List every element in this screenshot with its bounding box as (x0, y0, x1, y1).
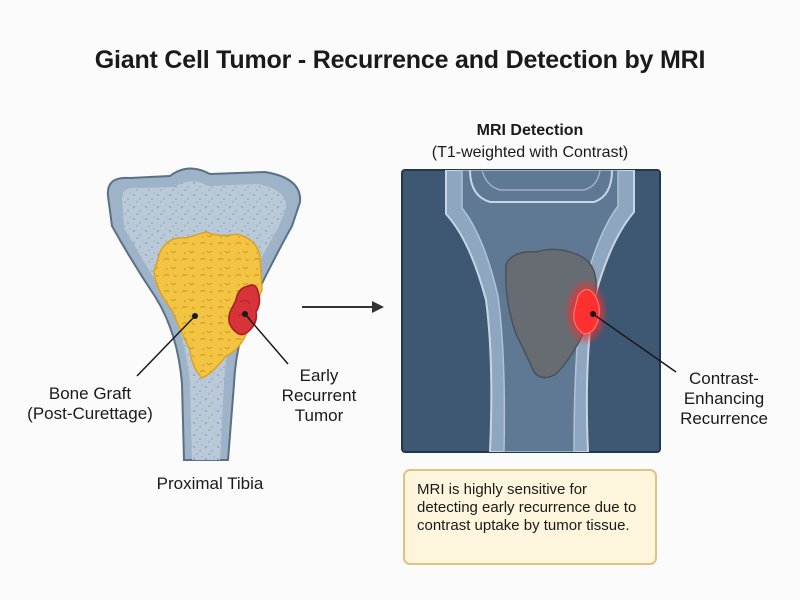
page-title: Giant Cell Tumor - Recurrence and Detect… (94, 46, 706, 74)
enhancement-leader-line (592, 313, 677, 373)
proximal-tibia-caption: Proximal Tibia (156, 474, 264, 493)
bone-graft-label: Bone Graft (Post-Curettage) (27, 384, 153, 423)
graft-leader-line (136, 315, 196, 377)
mri-title: MRI Detection (476, 122, 584, 139)
tibia-illustration (106, 167, 302, 461)
contrast-enhancing-label: Contrast- Enhancing Recurrence (680, 369, 768, 428)
mri-subtitle: (T1-weighted with Contrast) (431, 144, 629, 161)
arrow-right-icon (302, 301, 384, 313)
mri-panel (401, 169, 661, 453)
recurrent-tumor-label: Early Recurrent Tumor (281, 366, 357, 425)
mri-enhancing-lesion (573, 289, 600, 335)
mri-note-box: MRI is highly sensitive for detecting ea… (403, 469, 657, 565)
tumor-leader-line (244, 313, 289, 365)
